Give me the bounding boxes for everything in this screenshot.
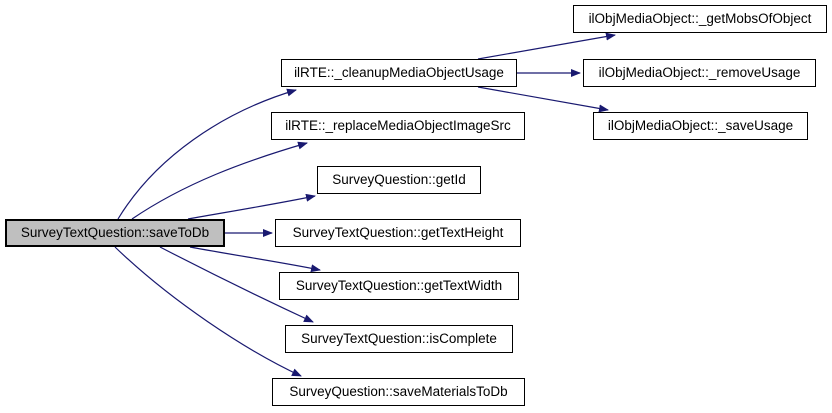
- edge-savetodb-cleanupmediaobjectusage: [117, 88, 297, 220]
- edge-cleanup-saveusage: [477, 86, 609, 113]
- node-cleanup-media-object-usage[interactable]: ilRTE::_cleanupMediaObjectUsage: [281, 59, 517, 87]
- node-get-id[interactable]: SurveyQuestion::getId: [317, 166, 481, 194]
- node-save-materials-to-db[interactable]: SurveyQuestion::saveMaterialsToDb: [272, 378, 525, 406]
- edge-savetodb-iscomplete: [159, 246, 314, 323]
- node-get-mobs-of-object[interactable]: ilObjMediaObject::_getMobsOfObject: [573, 5, 827, 33]
- edge-savetodb-replacemediaobjectimagesrc: [131, 141, 308, 220]
- node-get-text-height[interactable]: SurveyTextQuestion::getTextHeight: [275, 219, 521, 247]
- node-is-complete[interactable]: SurveyTextQuestion::isComplete: [285, 325, 513, 353]
- edge-cleanup-getmobsofobject: [477, 32, 616, 60]
- node-replace-media-object-image-src[interactable]: ilRTE::_replaceMediaObjectImageSrc: [271, 112, 525, 140]
- edge-savetodb-getid: [187, 193, 316, 220]
- edge-savetodb-savematerialstodb: [114, 246, 302, 377]
- node-remove-usage[interactable]: ilObjMediaObject::_removeUsage: [583, 59, 816, 87]
- edge-savetodb-gettextwidth: [189, 246, 321, 273]
- node-save-to-db: SurveyTextQuestion::saveToDb: [5, 219, 225, 247]
- node-get-text-width[interactable]: SurveyTextQuestion::getTextWidth: [279, 272, 519, 300]
- node-save-usage[interactable]: ilObjMediaObject::_saveUsage: [593, 112, 808, 140]
